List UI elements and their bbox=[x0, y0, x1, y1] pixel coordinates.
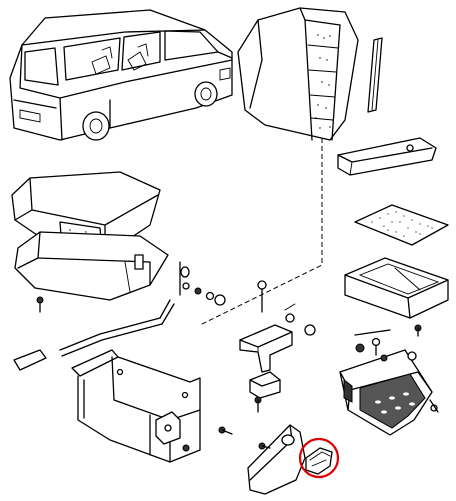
seat-base-frame bbox=[71, 349, 233, 463]
seat-frame bbox=[14, 231, 169, 301]
padding-pad bbox=[354, 204, 449, 246]
seat-backrest bbox=[237, 7, 359, 141]
highlighted-ring bbox=[298, 437, 340, 479]
side-cover bbox=[247, 424, 306, 495]
van-illustration bbox=[9, 9, 233, 141]
trim-strip bbox=[367, 37, 383, 113]
console-bracket bbox=[239, 280, 316, 413]
armrest bbox=[337, 137, 437, 176]
release-handle bbox=[13, 299, 175, 371]
screws-left bbox=[36, 261, 226, 313]
storage-tray bbox=[344, 257, 449, 337]
lower-trim-panel bbox=[339, 329, 439, 436]
